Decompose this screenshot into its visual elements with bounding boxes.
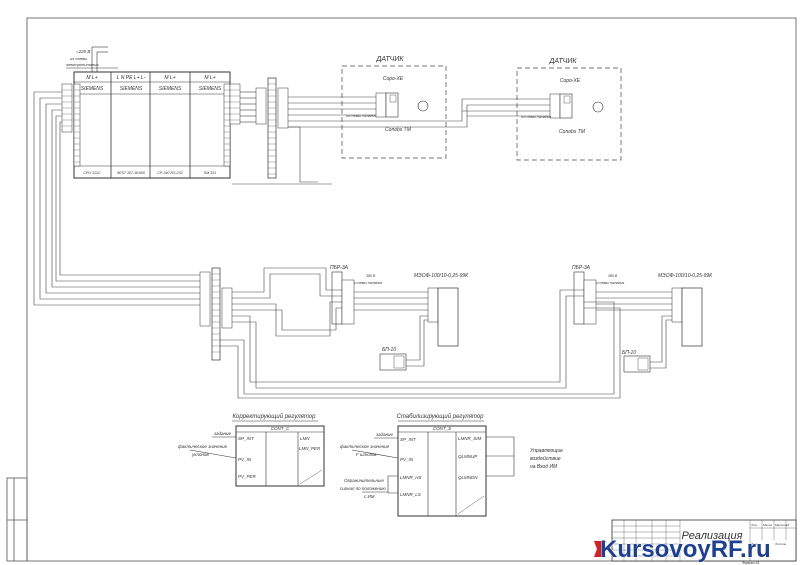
reg2-in-sp: SP_INT (400, 437, 417, 442)
title-block: Лит. Масса Масштаб Лист Листов Реализаци… (611, 519, 797, 565)
reg1-out-per: LMN_PER (299, 446, 321, 451)
title-block-sheet: Лист (750, 542, 759, 546)
plc-supply-voltage: =220 В (76, 49, 90, 54)
reg1-in-per: PV_PER (238, 474, 257, 479)
site-watermark: KursovoyRF.ru (594, 536, 771, 563)
reg2-out-sim: LMNR_SIM (458, 436, 482, 441)
brand-1: SIEMENS (81, 86, 104, 92)
reg2-label-lim-3: с ИМ (364, 494, 375, 499)
plc-supply-note-2: электропитания (66, 62, 99, 67)
actuator-1-motor: МЭОФ-100/10-0,25-99К (414, 273, 469, 279)
plc-supply-note-1: из схемы (70, 56, 87, 61)
reg1-in-pv: PV_IN (238, 457, 252, 462)
reg1-title: Корректирующий регулятор (233, 413, 317, 420)
actuator-2-block: БП-10 (622, 350, 636, 356)
actuator-2-supply: 380 В (608, 274, 618, 278)
title-block-sheets: Листов (774, 542, 786, 546)
sensor-1-title: ДАТЧИК (375, 56, 404, 63)
reg1-label-pv2: уклонов (191, 452, 209, 457)
sensor-2-title: ДАТЧИК (548, 58, 577, 65)
reg2-out-up: QLMNUP (458, 454, 477, 459)
sensor-1-note: из схемы питания (346, 114, 376, 118)
reg1-label-sp: задание (213, 431, 232, 436)
watermark-text: KursovoyRF.ru (600, 536, 771, 563)
terminal-strip-1 (255, 77, 289, 179)
actuator-2: ПБР-3А МЭОФ-100/10-0,25-99К 380 В из схе… (572, 265, 713, 373)
reg1-in-sp: SP_INT (238, 436, 255, 441)
format-label: Формат А1 (742, 561, 760, 565)
title-block-lit: Лит. (750, 523, 758, 527)
sensor-2: ДАТЧИК Copo-XE из схемы питания Conobs Т… (516, 58, 622, 161)
actuator-wiring (220, 267, 672, 399)
actuator-1-supply: 380 В (366, 274, 376, 278)
reg2-label-lim-2: сигнал по положению (340, 486, 386, 491)
sensor-1-sub: Conobs ТМ (385, 127, 412, 133)
title-block-scale: Масштаб (775, 523, 789, 527)
reg2-title: Стабилизирующий регулятор (396, 413, 484, 420)
sensor-2-sub: Conobs ТМ (559, 129, 586, 135)
brand-3: SIEMENS (159, 86, 182, 92)
sensor-1-model: Copo-XE (383, 76, 404, 82)
brand-4: SIEMENS (199, 86, 222, 92)
brand-2: SIEMENS (120, 86, 143, 92)
actuator-1-relay: ПБР-3А (330, 265, 349, 271)
terminal-strip-2 (199, 267, 233, 361)
slot-header-2: L N PE L+ L- (117, 75, 146, 81)
actuator-2-motor: МЭОФ-100/10-0,25-99К (658, 273, 713, 279)
reg2-label-lim-1: Ограничительные (344, 478, 384, 483)
reg2-in-pv: PV_IN (400, 457, 414, 462)
sensor-2-model: Copo-XE (560, 78, 581, 84)
sensor-2-gauge-icon (592, 101, 604, 113)
drawing-title: Реализация (682, 530, 743, 542)
sensor-wiring (232, 91, 550, 185)
reg2-label-pv2: F шлюзов (356, 452, 377, 457)
drawing-frame (6, 17, 797, 562)
title-block-mass: Масса (763, 523, 772, 527)
slot-header-1: M L+ (86, 75, 97, 81)
plc-left-wiring (33, 91, 200, 306)
reg2-label-sp: задание (375, 432, 394, 437)
module-name-3: CP-340 RS-232 (157, 171, 182, 175)
slot-header-3: M L+ (164, 75, 175, 81)
reg1-name: CONT_C (271, 426, 290, 431)
actuator-1: ПБР-3А МЭОФ-100/10-0,25-99К 380 В из схе… (330, 265, 469, 371)
reg2-label-out-3: на Вход ИМ (530, 464, 558, 470)
reg2-label-pv: фактическое значение (340, 444, 390, 449)
regulator-cont-s: Стабилизирующий регулятор CONT_S SP_INT … (340, 413, 563, 517)
actuator-2-note: из схемы питания (594, 281, 624, 285)
actuator-2-relay: ПБР-3А (572, 265, 591, 271)
module-name-2: 6ES7 307-1EA00 (117, 171, 145, 175)
plc-rack: =220 В из схемы электропитания M L+ L N … (61, 46, 241, 179)
actuator-1-block: БП-10 (382, 347, 396, 353)
reg1-out-lmn: LMN (300, 436, 310, 441)
reg2-label-out-1: Управляющие (530, 448, 563, 454)
reg2-in-hs: LMNR_HS (400, 475, 422, 480)
reg2-name: CONT_S (433, 426, 451, 431)
reg1-label-pv: фактическое значение (178, 444, 228, 449)
actuator-1-note: из схемы питания (352, 281, 382, 285)
reg2-label-out-2: воздействие (530, 455, 561, 462)
sensor-1-gauge-icon (417, 100, 429, 112)
slot-header-4: M L+ (204, 75, 215, 81)
watermark-ribbon-icon (594, 541, 606, 557)
module-name-4: SM 331 (204, 171, 216, 175)
regulator-cont-c: Корректирующий регулятор CONT_C SP_INT P… (178, 413, 325, 487)
reg2-in-ls: LMNR_LS (400, 492, 421, 497)
sensor-1: ДАТЧИК Copo-XE из схемы питания Conobs Т… (341, 56, 447, 159)
sensor-2-note: из схемы питания (521, 115, 551, 119)
reg2-out-dn: QLMNDN (458, 475, 478, 480)
module-name-1: CPU 312С (83, 171, 101, 175)
